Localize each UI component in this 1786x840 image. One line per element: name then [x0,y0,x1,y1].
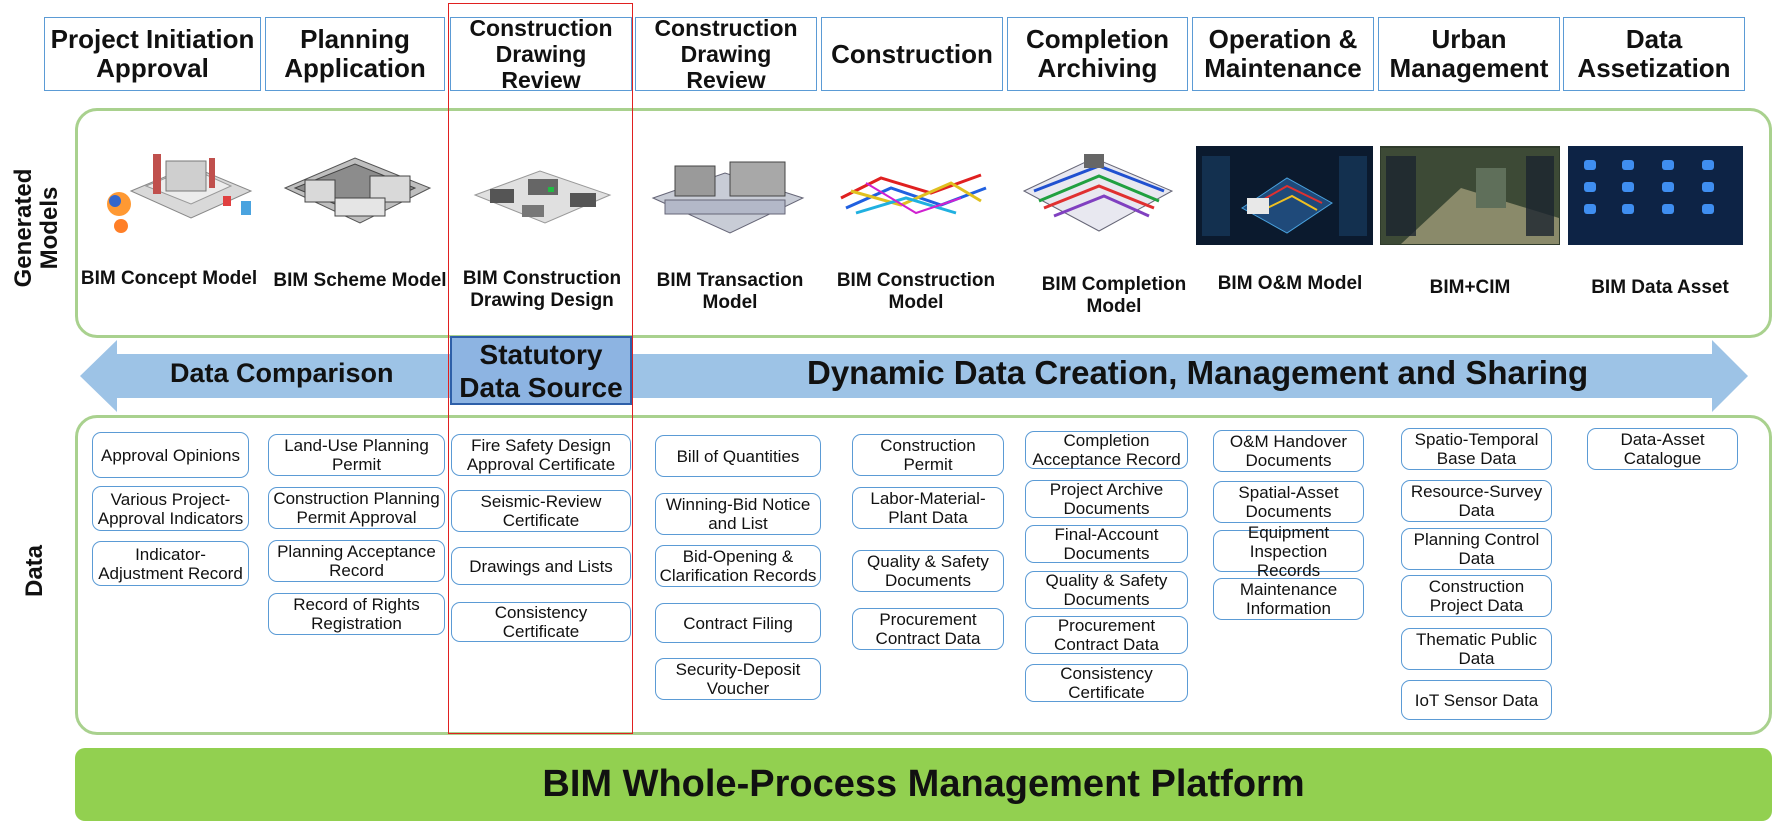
stage-data-assetization: Data Assetization [1563,17,1745,91]
model-label-bim-completion: BIM Completion Model [1041,274,1187,317]
model-label-bim-data-asset: BIM Data Asset [1591,277,1729,298]
data-bill-of-quantities: Bill of Quantities [655,435,821,477]
data-labor-material-plant: Labor-Material-Plant Data [852,487,1004,529]
stage-project-initiation-approval: Project Initiation Approval [44,17,261,91]
highlight-frame [448,3,633,734]
data-drawings-and-lists: Drawings and Lists [451,547,631,585]
data-quality-safety-col4: Quality & Safety Documents [852,550,1004,592]
stage-construction: Construction [821,17,1003,91]
data-project-approval-indicators: Various Project-Approval Indicators [92,486,249,531]
model-label-bim-scheme: BIM Scheme Model [273,270,447,291]
stage-construction-drawing-review: Construction Drawing Review [635,15,817,93]
data-bid-opening-records: Bid-Opening & Clarification Records [655,545,821,587]
data-iot-sensor: IoT Sensor Data [1401,680,1552,720]
stage-construction-drawing-review-highlighted: Construction Drawing Review [450,15,632,93]
dynamic-data-label: Dynamic Data Creation, Management and Sh… [807,354,1589,391]
data-comparison-label: Data Comparison [170,358,394,388]
data-land-use-planning-permit: Land-Use Planning Permit [268,434,445,476]
data-project-archive-documents: Project Archive Documents [1025,480,1188,518]
data-winning-bid-notice: Winning-Bid Notice and List [655,493,821,535]
data-consistency-certificate-col5: Consistency Certificate [1025,664,1188,702]
data-quality-safety-col5: Quality & Safety Documents [1025,571,1188,609]
data-construction-planning-permit: Construction Planning Permit Approval [268,487,445,529]
data-equipment-inspection-records: Equipment Inspection Records [1213,523,1364,580]
data-planning-control: Planning Control Data [1401,528,1552,570]
data-completion-acceptance-record: Completion Acceptance Record [1025,431,1188,469]
bim-concept-model-image [88,143,268,243]
bim-construction-drawing-design-image [457,143,627,243]
stage-planning-application: Planning Application [265,17,445,91]
data-procurement-contract-col5: Procurement Contract Data [1025,616,1188,654]
data-procurement-contract-col4: Procurement Contract Data [852,608,1004,650]
model-label-bim-transaction: BIM Transaction Model [656,270,804,313]
model-label-bim-construction: BIM Construction Model [836,270,996,313]
platform-banner: BIM Whole-Process Management Platform [75,748,1772,821]
row-label-generated-models: Generated Models [10,168,63,288]
bim-transaction-model-image [642,143,812,243]
data-final-account-documents: Final-Account Documents [1025,525,1188,563]
model-label-bim-concept: BIM Concept Model [80,268,258,289]
model-label-bim-om: BIM O&M Model [1217,273,1363,294]
data-asset-catalogue: Data-Asset Catalogue [1587,428,1738,470]
bim-construction-model-image [828,143,998,243]
data-om-handover-documents: O&M Handover Documents [1213,430,1364,472]
data-indicator-adjustment-record: Indicator-Adjustment Record [92,541,249,586]
data-resource-survey: Resource-Survey Data [1401,480,1552,522]
stage-urban-management: Urban Management [1378,17,1560,91]
data-fire-safety-certificate: Fire Safety Design Approval Certificate [451,434,631,476]
model-label-bim-construction-drawing-design: BIM Construction Drawing Design [462,268,622,311]
bim-data-asset-image [1568,146,1743,245]
data-record-of-rights-registration: Record of Rights Registration [268,593,445,635]
bim-om-model-image [1196,146,1373,245]
bim-cim-image [1380,146,1560,245]
data-security-deposit-voucher: Security-Deposit Voucher [655,658,821,700]
data-contract-filing: Contract Filing [655,603,821,643]
data-spatial-asset-documents: Spatial-Asset Documents [1213,481,1364,523]
data-thematic-public: Thematic Public Data [1401,628,1552,670]
data-seismic-review-certificate: Seismic-Review Certificate [451,490,631,532]
statutory-data-source-box: Statutory Data Source [450,336,632,405]
model-label-bim-cim: BIM+CIM [1429,277,1511,298]
data-consistency-certificate-col2: Consistency Certificate [451,602,631,642]
data-approval-opinions: Approval Opinions [92,432,249,478]
bim-scheme-model-image [272,143,442,243]
bim-completion-model-image [1012,143,1184,243]
data-planning-acceptance-record: Planning Acceptance Record [268,540,445,582]
data-spatio-temporal-base: Spatio-Temporal Base Data [1401,428,1552,470]
data-construction-permit: Construction Permit [852,434,1004,476]
data-maintenance-information: Maintenance Information [1213,578,1364,620]
row-label-data: Data [21,544,48,598]
stage-completion-archiving: Completion Archiving [1007,17,1188,91]
data-construction-project: Construction Project Data [1401,575,1552,617]
stage-operation-maintenance: Operation & Maintenance [1192,17,1374,91]
